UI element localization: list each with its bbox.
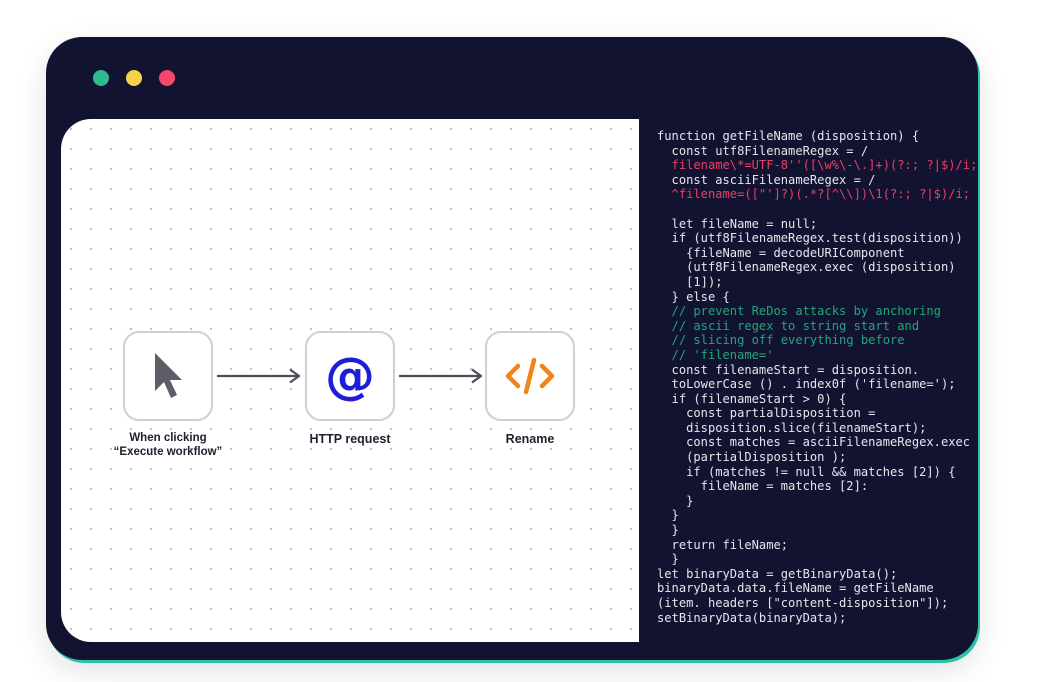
code-line: } else { — [657, 289, 730, 304]
node-label-http-request: HTTP request — [309, 432, 391, 446]
workflow-node-http-request[interactable]: @ — [305, 331, 395, 421]
code-line: function getFileName (disposition) { — [657, 129, 920, 143]
code-line: let binaryData = getBinaryData(); — [657, 566, 898, 581]
code-line: (partialDisposition ); — [657, 450, 847, 465]
connection-arrow — [399, 368, 483, 384]
code-line: const filenameStart = disposition. — [657, 362, 920, 377]
code-line: } — [657, 523, 679, 538]
at-sign-icon: @ — [325, 347, 375, 405]
connection-arrow — [217, 368, 301, 384]
code-line: } — [657, 493, 694, 508]
code-line: (utf8FilenameRegex.exec (disposition) — [657, 260, 956, 275]
code-line — [657, 202, 967, 217]
window-control-red[interactable] — [159, 70, 175, 86]
code-line: filename\*=UTF-8''([\w%\-\.]+)(?:; ?|$)/… — [657, 158, 978, 173]
code-line: ^filename=(["']?)(.*?[^\\])\1(?:; ?|$)/i… — [657, 187, 971, 202]
code-line: } — [657, 508, 679, 523]
code-line: const asciiFilenameRegex = / — [657, 172, 876, 187]
code-line: setBinaryData(binaryData); — [657, 610, 847, 625]
code-line: if (utf8FilenameRegex.test(disposition)) — [657, 231, 963, 246]
cursor-icon — [155, 353, 182, 398]
code-icon — [505, 357, 555, 395]
code-line: const utf8FilenameRegex = / — [657, 143, 869, 158]
code-editor[interactable]: function getFileName (disposition) { con… — [657, 129, 978, 625]
app-window: When clicking “Execute workflow” @ HTTP … — [46, 37, 978, 660]
code-line: const partialDisposition = — [657, 406, 876, 421]
code-line: } — [657, 552, 679, 567]
code-line: return fileName; — [657, 537, 789, 552]
workflow-node-rename[interactable] — [485, 331, 575, 421]
code-line: if (matches != null && matches [2]) { — [657, 464, 956, 479]
code-line: // prevent ReDos attacks by anchoring — [657, 304, 941, 319]
code-line: if (filenameStart > 0) { — [657, 391, 847, 406]
code-line: [1]); — [657, 274, 723, 289]
node-label-manual-trigger: When clicking “Execute workflow” — [113, 432, 223, 458]
code-line: // 'filename=' — [657, 347, 774, 362]
code-line: disposition.slice(filenameStart); — [657, 420, 927, 435]
window-control-yellow[interactable] — [126, 70, 142, 86]
node-label-rename: Rename — [505, 432, 555, 446]
code-line: toLowerCase () . index0f ('filename='); — [657, 377, 956, 392]
code-line: fileName = matches [2]: — [657, 479, 869, 494]
code-line: (item. headers ["content-disposition"]); — [657, 596, 949, 610]
code-line: {fileName = decodeURIComponent — [657, 245, 905, 260]
code-line: const matches = asciiFilenameRegex.exec — [657, 435, 971, 450]
svg-text:@: @ — [325, 347, 375, 405]
code-line: binaryData.data.fileName = getFileName — [657, 581, 934, 596]
window-control-green[interactable] — [93, 70, 109, 86]
workflow-canvas[interactable]: When clicking “Execute workflow” @ HTTP … — [61, 119, 639, 642]
code-line: // slicing off everything before — [657, 333, 905, 348]
workflow-node-manual-trigger[interactable] — [123, 331, 213, 421]
code-line: let fileName = null; — [657, 216, 818, 231]
code-line: // ascii regex to string start and — [657, 318, 920, 333]
